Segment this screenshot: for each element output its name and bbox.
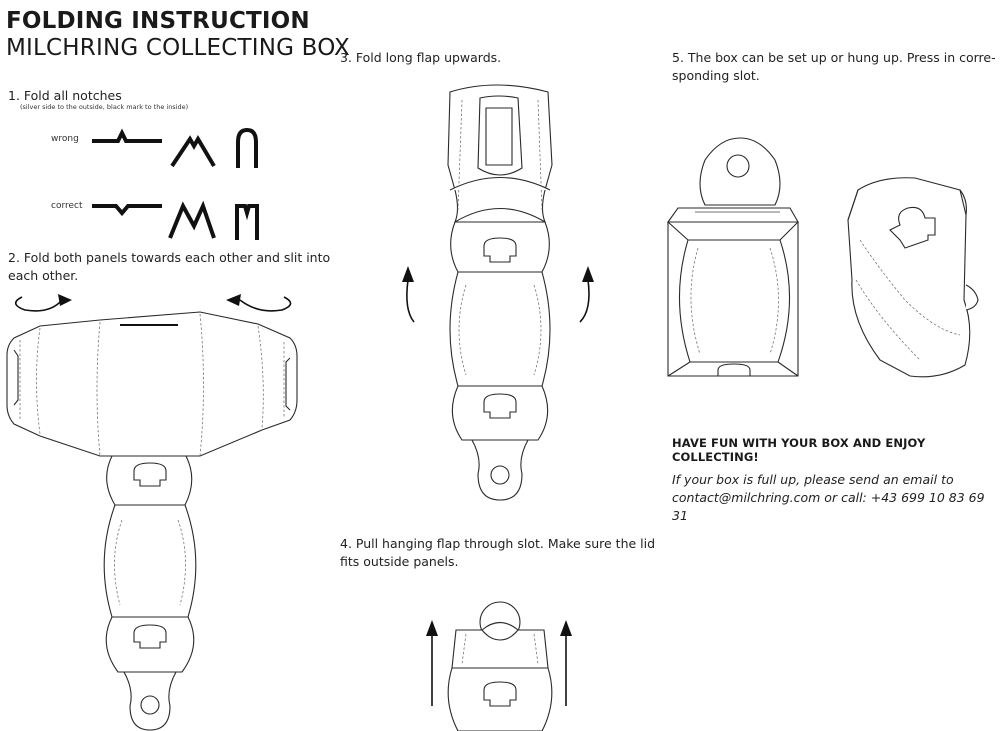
step-2-text-line1: 2. Fold both panels towards each other a… — [8, 250, 331, 265]
step-5-text-line2: sponding slot. — [672, 68, 760, 83]
step-1-note: (silver side to the outside, black mark … — [20, 103, 189, 111]
wrong-notch-illustration — [92, 127, 258, 168]
step-4-text-line1: 4. Pull hanging flap through slot. Make … — [340, 536, 656, 551]
page-subtitle: MILCHRING COLLECTING BOX — [6, 35, 351, 61]
correct-label: correct — [51, 201, 83, 211]
correct-notch-illustration — [92, 200, 259, 240]
contact-text-line2: contact@milchring.com or call: +43 699 1… — [672, 490, 985, 523]
closing-headline: HAVE FUN WITH YOUR BOX AND ENJOY COLLECT… — [672, 436, 926, 464]
step-1-text: 1. Fold all notches — [8, 88, 122, 103]
step-5-text-line1: 5. The box can be set up or hung up. Pre… — [672, 50, 996, 65]
page-title: FOLDING INSTRUCTION — [6, 8, 310, 34]
step-2-text-line2: each other. — [8, 268, 79, 283]
step-3-text: 3. Fold long flap upwards. — [340, 50, 502, 65]
wrong-label: wrong — [51, 134, 79, 144]
contact-text-line1: If your box is full up, please send an e… — [672, 472, 954, 487]
step-4-text-line2: fits outside panels. — [340, 554, 459, 569]
